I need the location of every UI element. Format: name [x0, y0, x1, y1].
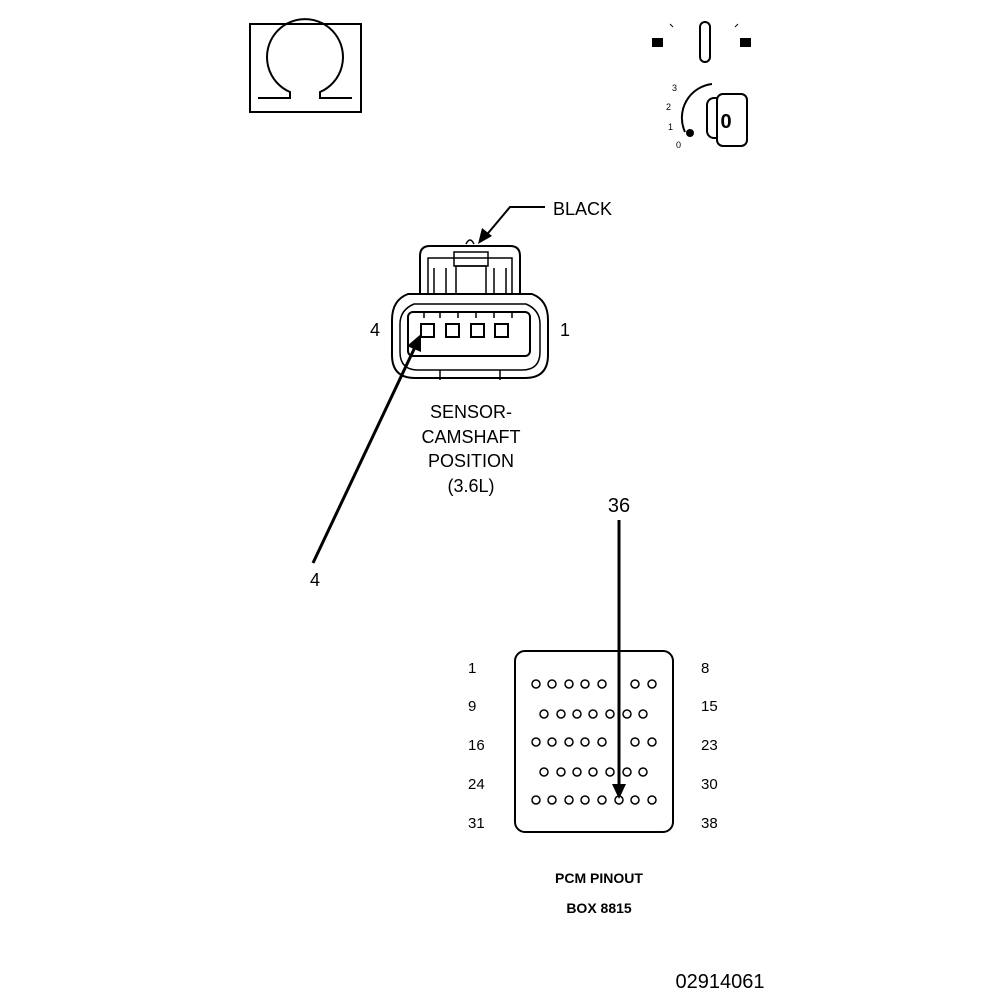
pcm-row-label-left-5: 31 — [468, 815, 485, 832]
camshaft-sensor-connector: 4 1 — [370, 239, 570, 380]
pcm-row-label-right-1: 8 — [701, 660, 709, 677]
ohm-icon — [249, 18, 362, 113]
pcm-row-label-left-4: 24 — [468, 776, 485, 793]
connector-name: SENSOR- CAMSHAFT POSITION (3.6L) — [422, 402, 521, 496]
pcm-title-line-2: BOX 8815 — [566, 900, 632, 916]
pcm-pin-26 — [572, 767, 582, 777]
pcm-pin-6 — [630, 679, 640, 689]
pcm-pin-callout-arrowhead — [612, 784, 626, 799]
pcm-pin-11 — [572, 709, 582, 719]
pcm-pin-7 — [647, 679, 657, 689]
pcm-row-label-right-3: 23 — [701, 737, 718, 754]
ignition-scale-2: 2 — [666, 102, 671, 112]
connector-name-line-3: POSITION — [428, 451, 514, 471]
pcm-row-label-right-4: 30 — [701, 776, 718, 793]
pcm-pin-1 — [531, 679, 541, 689]
pcm-pin-19 — [580, 737, 590, 747]
pcm-pin-29 — [622, 767, 632, 777]
pcm-pin-13 — [605, 709, 615, 719]
sensor-pin-2 — [470, 323, 485, 338]
connector-pin-right-label: 1 — [560, 320, 570, 340]
pcm-pin-12 — [588, 709, 598, 719]
ignition-key-position: 0 — [720, 111, 731, 133]
pcm-pin-38 — [647, 795, 657, 805]
figure-id: 02914061 — [676, 971, 765, 993]
ignition-key-icon: 3 2 1 0 0 — [652, 21, 751, 150]
connector-color-callout: BLACK — [478, 199, 612, 244]
connector-name-line-4: (3.6L) — [447, 476, 494, 496]
pcm-row-label-left-3: 16 — [468, 737, 485, 754]
ignition-scale-3: 3 — [672, 83, 677, 93]
pcm-pin-28 — [605, 767, 615, 777]
pcm-pinout: 1 9 16 24 31 8 15 23 30 38 36 PCM PINOUT… — [468, 495, 718, 916]
pcm-row-label-left-1: 1 — [468, 660, 476, 677]
pcm-row-label-right-5: 38 — [701, 815, 718, 832]
pcm-pin-30 — [638, 767, 648, 777]
connector-color-label: BLACK — [553, 199, 612, 219]
pcm-pin-5 — [597, 679, 607, 689]
pcm-pin-14 — [622, 709, 632, 719]
pcm-pin-17 — [547, 737, 557, 747]
pcm-pin-16 — [531, 737, 541, 747]
pcm-pin-15 — [638, 709, 648, 719]
pcm-pin-25 — [556, 767, 566, 777]
connector-pin-left-label: 4 — [370, 320, 380, 340]
pcm-pin-grid — [531, 679, 657, 805]
pcm-pin-callout-label: 36 — [608, 495, 630, 517]
sensor-pin-callout: 4 — [310, 334, 421, 590]
pcm-pin-33 — [564, 795, 574, 805]
connector-name-line-2: CAMSHAFT — [422, 427, 521, 447]
pcm-pin-24 — [539, 767, 549, 777]
pcm-row-label-left-2: 9 — [468, 698, 476, 715]
ignition-scale-0: 0 — [676, 140, 681, 150]
sensor-pin-1 — [494, 323, 509, 338]
pcm-title-line-1: PCM PINOUT — [555, 870, 643, 886]
pcm-pin-27 — [588, 767, 598, 777]
pcm-pin-21 — [630, 737, 640, 747]
pcm-row-label-right-2: 15 — [701, 698, 718, 715]
pcm-pin-34 — [580, 795, 590, 805]
sensor-pin-4 — [420, 323, 435, 338]
pcm-pin-9 — [539, 709, 549, 719]
pcm-pin-32 — [547, 795, 557, 805]
connector-name-line-1: SENSOR- — [430, 402, 512, 422]
pcm-pin-10 — [556, 709, 566, 719]
pcm-connector-face — [514, 650, 674, 833]
sensor-pin-callout-label: 4 — [310, 570, 320, 590]
pcm-pin-2 — [547, 679, 557, 689]
pcm-pin-4 — [580, 679, 590, 689]
ignition-scale-1: 1 — [668, 122, 673, 132]
pcm-pin-35 — [597, 795, 607, 805]
pcm-pin-22 — [647, 737, 657, 747]
pcm-pin-37 — [630, 795, 640, 805]
sensor-pin-3 — [445, 323, 460, 338]
pcm-pin-31 — [531, 795, 541, 805]
pcm-pin-20 — [597, 737, 607, 747]
pcm-pin-18 — [564, 737, 574, 747]
pcm-pin-3 — [564, 679, 574, 689]
